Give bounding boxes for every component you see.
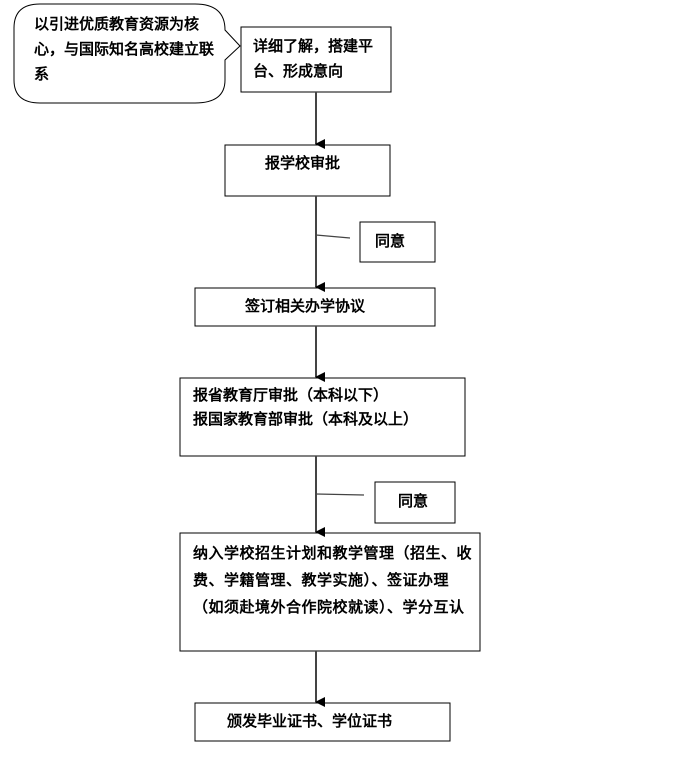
callout-text: 以引进优质教育资源为核心，与国际知名高校建立联系 [34,15,215,83]
step-4-text-line2: 报国家教育部审批（本科及以上） [193,410,419,428]
step-box-5 [179,532,481,652]
approval-connector-1 [315,234,351,239]
approval-box-2 [374,481,456,524]
callout-bubble [13,3,241,104]
step-box-2 [224,144,391,197]
step-4-text-line1: 报省教育厅审批（本科以下） [193,386,389,404]
approval-1-text: 同意 [375,232,406,250]
step-3-text: 签订相关办学协议 [245,297,366,315]
approval-2-text: 同意 [398,492,429,510]
approval-box-1 [359,221,436,263]
step-box-6 [194,702,451,742]
step-5-text: 纳入学校招生计划和教学管理（招生、收费、学籍管理、教学实施）、签证办理（如须赴境… [193,544,473,616]
step-1-text: 详细了解，搭建平台、形成意向 [253,37,374,80]
step-6-text: 颁发毕业证书、学位证书 [227,712,393,730]
step-box-3 [194,287,436,327]
step-box-1 [240,26,392,93]
approval-connector-2 [315,493,365,496]
step-2-text: 报学校审批 [265,154,341,172]
step-box-4 [179,377,466,457]
